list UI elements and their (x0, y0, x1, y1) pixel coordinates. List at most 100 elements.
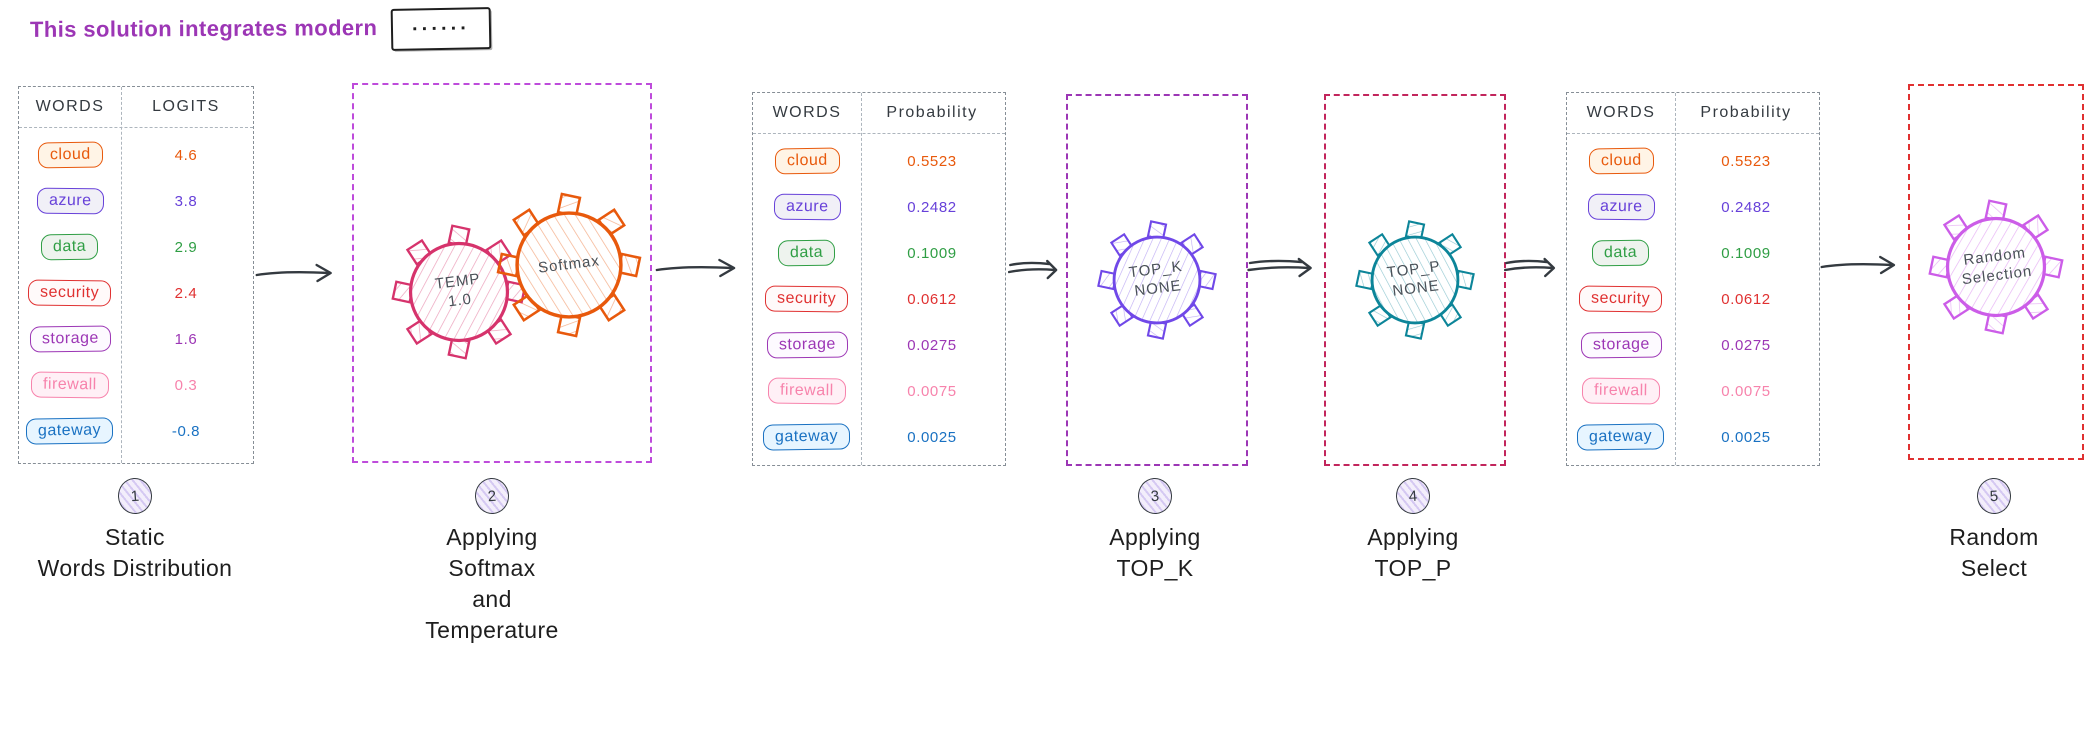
stage-number: 3 (1150, 487, 1160, 505)
word-pill: security (28, 279, 112, 307)
random-selection-gear: Random Selection (1926, 197, 2066, 337)
placeholder-box: ······ (390, 7, 492, 51)
probability-value: 0.0075 (1721, 382, 1771, 400)
table-body: cloud 4.6 azure 3.8 data 2.9 security 2.… (19, 128, 253, 454)
column-divider (1675, 93, 1676, 465)
probability-table: WORDS Probability cloud 0.5523 azure 0.2… (752, 92, 1006, 466)
flow-arrow (655, 255, 747, 281)
flow-arrow (255, 260, 343, 286)
word-pill: cloud (37, 141, 103, 169)
table-body: cloud 0.5523 azure 0.2482 data 0.1009 se… (1567, 134, 1819, 460)
word-pill: firewall (30, 371, 110, 399)
probability-value: 0.2482 (907, 198, 957, 216)
softmax-temperature-box: TEMP 1.0 Soft (352, 83, 652, 463)
flow-arrow (1008, 256, 1064, 282)
table-row: cloud 4.6 (19, 132, 253, 178)
stage-label: Applying TOP_K (1109, 524, 1201, 582)
logits-table: WORDS LOGITS cloud 4.6 azure 3.8 data 2.… (18, 86, 254, 464)
stage-number: 5 (1989, 487, 1999, 505)
column-divider (121, 87, 122, 463)
table-row: cloud 0.5523 (1567, 138, 1819, 184)
title-text: This solution integrates modern (29, 15, 378, 42)
stage-label: Random Select (1949, 524, 2039, 582)
word-pill: data (41, 233, 99, 261)
random-select-box: Random Selection (1908, 84, 2084, 460)
word-pill: storage (29, 325, 111, 353)
word-pill: azure (1587, 193, 1655, 221)
flow-arrow (1820, 252, 1906, 278)
probability-value: 0.0025 (1721, 428, 1771, 446)
probability-value: 0.0275 (1721, 336, 1771, 354)
table-row: gateway -0.8 (19, 408, 253, 454)
word-pill: firewall (767, 377, 847, 405)
logit-value: 4.6 (174, 146, 198, 164)
probability-value: 0.0612 (907, 290, 957, 308)
table-row: data 2.9 (19, 224, 253, 270)
table-body: cloud 0.5523 azure 0.2482 data 0.1009 se… (753, 134, 1005, 460)
stage-number: 4 (1408, 487, 1418, 505)
probability-value: 0.0612 (1721, 290, 1771, 308)
table-row: data 0.1009 (753, 230, 1005, 276)
table-row: gateway 0.0025 (753, 414, 1005, 460)
word-pill: cloud (1588, 147, 1654, 175)
logit-value: 3.8 (174, 192, 198, 210)
probability-value: 0.0025 (907, 428, 957, 446)
table-header: WORDS LOGITS (19, 87, 253, 128)
stage-label: Applying TOP_P (1367, 524, 1459, 582)
table-row: azure 3.8 (19, 178, 253, 224)
word-pill: security (765, 285, 849, 313)
probability-header: Probability (1700, 104, 1792, 121)
word-pill: gateway (1577, 423, 1665, 451)
words-header: WORDS (1586, 104, 1656, 121)
table-row: data 0.1009 (1567, 230, 1819, 276)
gear-icon (1928, 199, 2064, 335)
top-p-box: TOP_P NONE (1324, 94, 1506, 466)
column-divider (861, 93, 862, 465)
word-pill: cloud (774, 147, 840, 175)
gear-icon (1097, 220, 1217, 340)
words-header: WORDS (772, 104, 842, 121)
table-row: azure 0.2482 (1567, 184, 1819, 230)
temperature-gear: TEMP 1.0 (389, 222, 529, 362)
table-row: cloud 0.5523 (753, 138, 1005, 184)
word-pill: azure (773, 193, 841, 221)
table-row: gateway 0.0025 (1567, 414, 1819, 460)
words-header: WORDS (35, 98, 105, 115)
word-pill: gateway (763, 423, 851, 451)
softmax-gear: Softmax (494, 190, 644, 340)
word-pill: gateway (26, 417, 114, 445)
word-pill: azure (36, 187, 104, 215)
stage-number-badge: 2 (473, 476, 511, 516)
top-k-box: TOP_K NONE (1066, 94, 1248, 466)
probability-value: 0.1009 (1721, 244, 1771, 262)
probability-value: 0.5523 (1721, 152, 1771, 170)
probability-value: 0.0275 (907, 336, 957, 354)
table-row: security 0.0612 (1567, 276, 1819, 322)
top-k-gear: TOP_K NONE (1095, 218, 1219, 342)
probability-value: 0.2482 (1721, 198, 1771, 216)
flow-arrow (1504, 254, 1562, 280)
logit-value: 1.6 (174, 330, 198, 348)
stage-label: Static Words Distribution (37, 524, 233, 582)
probability-table: WORDS Probability cloud 0.5523 azure 0.2… (1566, 92, 1820, 466)
word-pill: firewall (1581, 377, 1661, 405)
logit-value: -0.8 (171, 422, 201, 440)
stage-label: Applying Softmax and Temperature (425, 524, 559, 644)
table-row: storage 1.6 (19, 316, 253, 362)
word-pill: data (1592, 239, 1650, 267)
probability-value: 0.0075 (907, 382, 957, 400)
logits-header: LOGITS (152, 98, 220, 115)
table-row: azure 0.2482 (753, 184, 1005, 230)
gear-icon (496, 192, 642, 338)
top-p-gear: TOP_P NONE (1353, 218, 1477, 342)
table-row: firewall 0.0075 (1567, 368, 1819, 414)
word-pill: storage (1580, 331, 1662, 359)
word-pill: data (778, 239, 836, 267)
table-row: storage 0.0275 (753, 322, 1005, 368)
probability-value: 0.5523 (907, 152, 957, 170)
table-header: WORDS Probability (753, 93, 1005, 134)
table-row: firewall 0.0075 (753, 368, 1005, 414)
table-header: WORDS Probability (1567, 93, 1819, 134)
flow-arrow (1247, 254, 1321, 280)
